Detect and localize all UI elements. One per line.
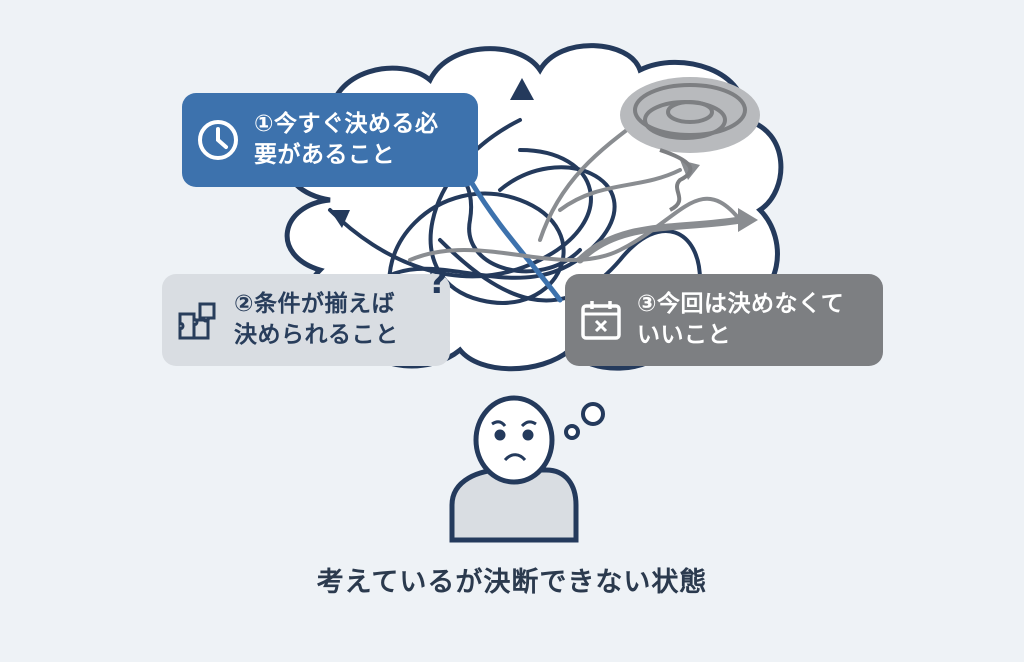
calendar-x-icon xyxy=(581,301,621,340)
card-label: ③今回は決めなくて いいこと xyxy=(637,289,844,351)
tangled-arrows xyxy=(328,118,744,322)
card-decide-now: ①今すぐ決める必 要があること xyxy=(182,93,478,187)
card-label-line1: ②条件が揃えば xyxy=(234,291,395,317)
thought-bubble xyxy=(564,424,580,440)
card-label: ②条件が揃えば 決められること xyxy=(234,289,399,351)
question-mark: ? xyxy=(428,262,448,302)
arrowhead xyxy=(330,210,350,228)
diagram-title: 考えているが決断できない状態 xyxy=(316,567,708,598)
card-decide-if-conditions: ②条件が揃えば 決められること xyxy=(162,274,450,366)
puzzle-icon xyxy=(178,302,216,340)
card-label-line2: 要があること xyxy=(254,142,395,168)
card-label-line2: 決められること xyxy=(234,322,399,348)
card-label-line1: ③今回は決めなくて xyxy=(637,291,845,317)
clock-icon xyxy=(198,120,238,160)
card-label-line2: いいこと xyxy=(637,322,731,348)
worried-person-icon xyxy=(449,395,579,543)
card-no-need-to-decide: ③今回は決めなくて いいこと xyxy=(565,274,883,366)
thought-bubble xyxy=(581,402,605,426)
card-label-line1: ①今すぐ決める必 xyxy=(254,111,439,137)
storm-cloud-icon xyxy=(620,77,760,212)
arrowhead xyxy=(738,208,758,232)
arrowhead xyxy=(510,78,534,100)
card-label: ①今すぐ決める必 要があること xyxy=(254,109,438,171)
